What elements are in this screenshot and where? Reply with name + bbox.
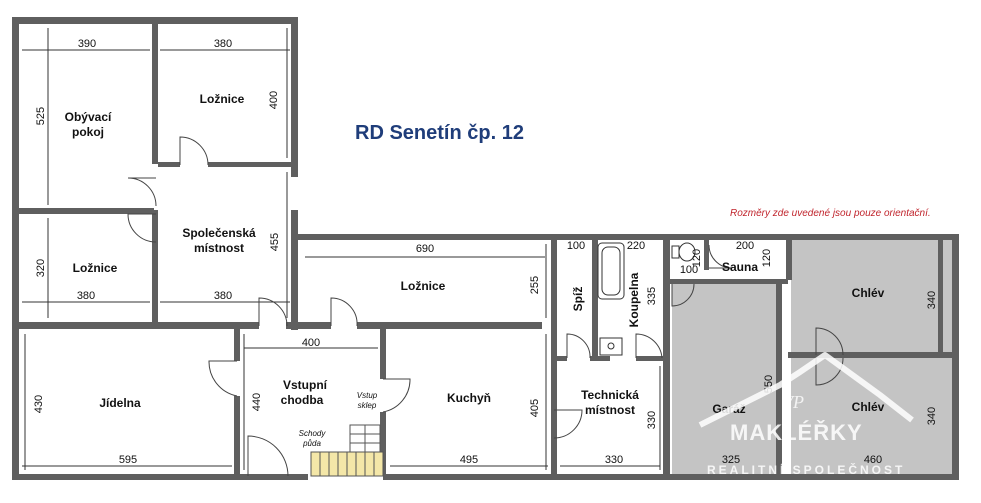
dim-690: 690 bbox=[416, 243, 434, 255]
dim-390: 390 bbox=[78, 38, 96, 50]
dim-430: 430 bbox=[33, 395, 45, 413]
room-jidelna: Jídelna bbox=[99, 396, 141, 410]
room-vstupni-line1: Vstupní bbox=[283, 378, 328, 392]
dim-400-v: 400 bbox=[268, 91, 280, 109]
dim-320: 320 bbox=[35, 259, 47, 277]
room-koupelna: Koupelna bbox=[627, 272, 641, 327]
doors bbox=[127, 136, 844, 477]
disclaimer-note: Rozměry zde uvedené jsou pouze orientačn… bbox=[730, 208, 931, 219]
dim-120-c: 120 bbox=[691, 249, 703, 267]
label-vstup-line2: sklep bbox=[358, 401, 377, 410]
dim-380-b: 380 bbox=[214, 290, 232, 302]
dim-220: 220 bbox=[627, 240, 645, 252]
room-vstupni-line2: chodba bbox=[281, 393, 324, 407]
watermark-subtitle: REALITNÍ SPOLEČNOST bbox=[707, 462, 905, 477]
room-labels: Obývací pokoj Ložnice Ložnice Společensk… bbox=[65, 92, 885, 417]
room-spolecenska-line2: místnost bbox=[194, 241, 244, 255]
dim-325: 325 bbox=[722, 454, 740, 466]
dim-405: 405 bbox=[529, 399, 541, 417]
room-chlev-top: Chlév bbox=[852, 286, 885, 300]
dimension-labels: 390 380 525 400 320 380 380 455 690 255 … bbox=[33, 38, 938, 466]
label-schody-line2: půda bbox=[302, 439, 321, 448]
dim-330-v: 330 bbox=[646, 411, 658, 429]
sink-icon bbox=[599, 337, 623, 356]
dim-255: 255 bbox=[529, 276, 541, 294]
dim-340-b: 340 bbox=[926, 407, 938, 425]
watermark-mark: VP bbox=[782, 392, 804, 412]
dimension-lines bbox=[22, 28, 661, 470]
dim-595: 595 bbox=[119, 454, 137, 466]
room-loznice-top: Ložnice bbox=[200, 92, 245, 106]
room-chlev-bottom: Chlév bbox=[852, 400, 885, 414]
bathtub-icon bbox=[597, 242, 625, 300]
room-kuchyn: Kuchyň bbox=[447, 391, 491, 405]
room-spiz: Spíž bbox=[571, 287, 585, 312]
dim-440: 440 bbox=[251, 393, 263, 411]
room-obyvaci-line2: pokoj bbox=[72, 125, 104, 139]
room-sauna: Sauna bbox=[722, 260, 758, 274]
watermark-brand: MAKLÉŘKY bbox=[730, 420, 863, 445]
garage-fill bbox=[672, 282, 780, 477]
dim-200: 200 bbox=[736, 240, 754, 252]
room-loznice-mid: Ložnice bbox=[401, 279, 446, 293]
toilet-icon bbox=[671, 242, 696, 262]
dim-100-b: 100 bbox=[680, 264, 698, 276]
room-technicka-line1: Technická bbox=[581, 388, 639, 402]
dim-335: 335 bbox=[646, 287, 658, 305]
dim-380-a: 380 bbox=[77, 290, 95, 302]
label-schody-line1: Schody bbox=[299, 429, 327, 438]
dim-455: 455 bbox=[269, 233, 281, 251]
dim-495: 495 bbox=[460, 454, 478, 466]
room-loznice-left: Ložnice bbox=[73, 261, 118, 275]
room-obyvaci-line1: Obývací bbox=[65, 110, 112, 124]
dim-380-top: 380 bbox=[214, 38, 232, 50]
dim-525: 525 bbox=[35, 107, 47, 125]
walls bbox=[12, 17, 959, 480]
room-technicka-line2: místnost bbox=[585, 403, 635, 417]
plan-title: RD Senetín čp. 12 bbox=[355, 122, 524, 144]
dim-330-h: 330 bbox=[605, 454, 623, 466]
dim-400-h: 400 bbox=[302, 337, 320, 349]
dim-340-a: 340 bbox=[926, 291, 938, 309]
dim-120: 120 bbox=[761, 249, 773, 267]
dim-100-a: 100 bbox=[567, 240, 585, 252]
label-vstup-line1: Vstup bbox=[357, 391, 378, 400]
stairs-icon bbox=[310, 424, 384, 477]
watermark-logo: VP MAKLÉŘKY REALITNÍ SPOLEČNOST bbox=[698, 352, 914, 477]
dim-460: 460 bbox=[864, 454, 882, 466]
room-spolecenska-line1: Společenská bbox=[182, 226, 256, 240]
